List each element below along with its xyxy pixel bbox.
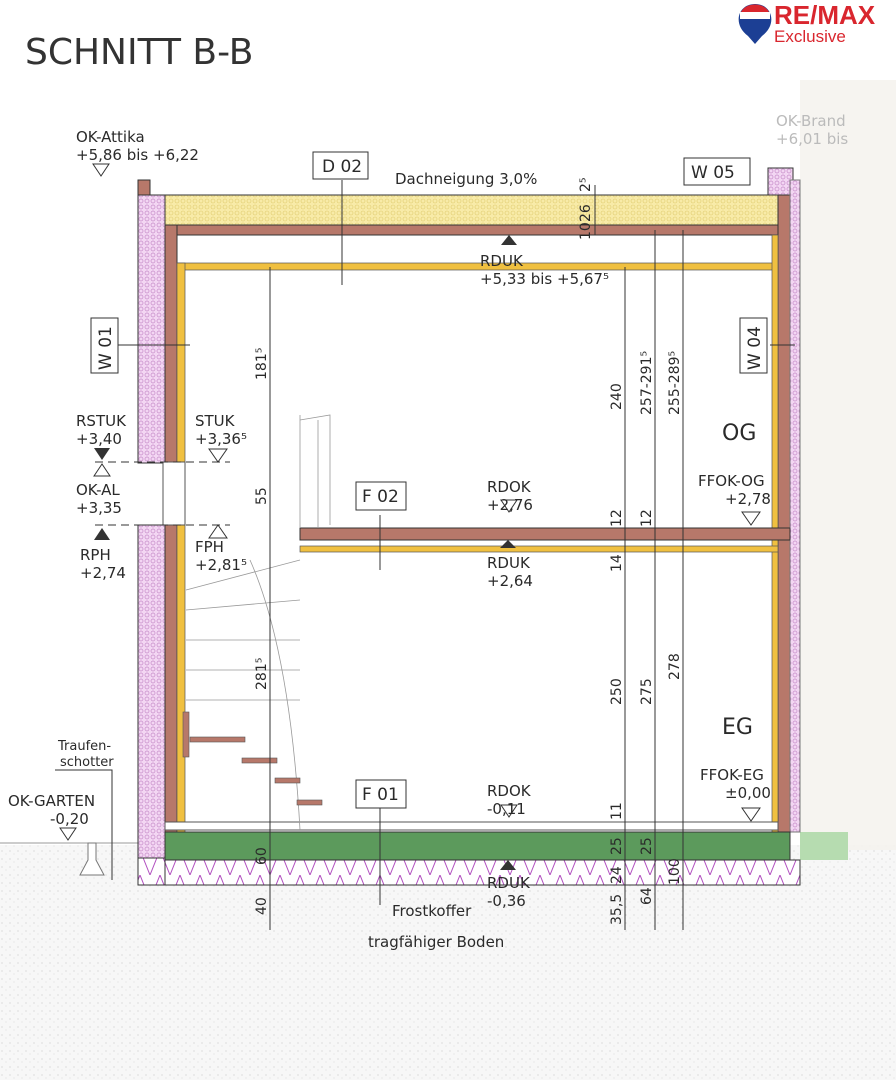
dim-text: 278 xyxy=(667,653,683,680)
tag-w05: W 05 xyxy=(691,163,735,183)
note: Traufen- xyxy=(57,739,111,754)
wall-left-insulation xyxy=(137,194,166,464)
level-value: +2,81⁵ xyxy=(195,556,247,574)
wall-right-timber xyxy=(777,194,791,833)
tag-w01: W 01 xyxy=(96,326,116,370)
dim-text: 25 xyxy=(609,837,625,855)
level-label: RDOK xyxy=(487,782,532,800)
level-value: +3,35 xyxy=(76,499,122,517)
tag-d02: D 02 xyxy=(322,157,362,177)
level-label: RPH xyxy=(80,546,111,564)
ground-slab xyxy=(164,831,791,861)
level-label: RDUK xyxy=(487,874,531,892)
level-value: +3,40 xyxy=(76,430,122,448)
level-value: -0,11 xyxy=(487,800,526,818)
frost-insulation xyxy=(164,859,801,886)
level-value: +5,33 bis +5,67⁵ xyxy=(480,270,609,288)
level-value: +3,36⁵ xyxy=(195,430,247,448)
dim-text: 12 xyxy=(609,509,625,527)
dim-text: 240 xyxy=(609,383,625,410)
level-label: OK-GARTEN xyxy=(8,792,95,810)
roof-slope: Dachneigung 3,0% xyxy=(395,170,537,188)
window xyxy=(162,461,186,526)
dim-text: 24 xyxy=(609,866,625,884)
level-value: ±0,00 xyxy=(725,784,771,802)
dim-text: 64 xyxy=(639,887,655,905)
remax-logo: RE/MAX Exclusive xyxy=(738,0,876,46)
dim-text: 275 xyxy=(639,678,655,705)
level-value: +5,86 bis +6,22 xyxy=(76,146,199,164)
level-label: FFOK-OG xyxy=(698,472,765,490)
drawing-title: SCHNITT B-B xyxy=(25,32,254,73)
note: schotter xyxy=(60,755,114,770)
dim-text: 2⁵ xyxy=(578,177,594,192)
level-value: +6,01 bis xyxy=(776,130,848,148)
dim-text: 60 xyxy=(254,847,270,865)
floor-f02 xyxy=(299,527,791,541)
level-value: +2,74 xyxy=(80,564,126,582)
level-label: RDUK xyxy=(487,554,531,572)
dim-text: 100 xyxy=(667,858,683,885)
dim-text: 14 xyxy=(609,554,625,572)
dim-text: 257-291⁵ xyxy=(639,351,655,415)
tag-f02: F 02 xyxy=(362,487,399,507)
staircase xyxy=(185,414,331,831)
dim-text: 26 xyxy=(578,204,594,222)
roof-insulation xyxy=(164,194,781,226)
dim-text: 11 xyxy=(609,802,625,820)
dim-text: 25 xyxy=(639,837,655,855)
level-label: OK-Brand xyxy=(776,112,846,130)
dim-text: 250 xyxy=(609,678,625,705)
level-label: FFOK-EG xyxy=(700,766,764,784)
level-label: RSTUK xyxy=(76,412,127,430)
level-label: RDOK xyxy=(487,478,532,496)
level-value: -0,20 xyxy=(50,810,89,828)
dim-text: 12 xyxy=(639,509,655,527)
floor-og-label: OG xyxy=(722,421,756,446)
dim-text: 10 xyxy=(578,222,594,240)
ceiling-og xyxy=(177,262,777,271)
level-label: OK-Attika xyxy=(76,128,145,146)
level-label: FPH xyxy=(195,538,224,556)
roof-slab xyxy=(164,224,781,236)
neighbor-building xyxy=(800,80,896,850)
logo-brand: RE/MAX xyxy=(774,0,876,30)
floor-eg-label: EG xyxy=(722,715,753,740)
tag-f01: F 01 xyxy=(362,785,399,805)
tag-w04: W 04 xyxy=(745,326,765,370)
logo-sub: Exclusive xyxy=(774,27,846,46)
dim-text: 281⁵ xyxy=(254,658,270,690)
dim-text: 40 xyxy=(254,897,270,915)
note: Frostkoffer xyxy=(392,902,472,920)
level-value: +2,78 xyxy=(725,490,771,508)
level-label: OK-AL xyxy=(76,481,120,499)
wall-left-timber xyxy=(164,224,178,833)
note: tragfähiger Boden xyxy=(368,933,504,951)
level-label: RDUK xyxy=(480,252,524,270)
level-value: -0,36 xyxy=(487,892,526,910)
dim-text: 181⁵ xyxy=(254,348,270,380)
dim-text: 55 xyxy=(254,487,270,505)
level-value: +2,76 xyxy=(487,496,533,514)
dim-text: 255-289⁵ xyxy=(667,351,683,415)
level-label: STUK xyxy=(195,412,236,430)
level-value: +2,64 xyxy=(487,572,533,590)
dim-text: 35,5 xyxy=(609,894,625,925)
